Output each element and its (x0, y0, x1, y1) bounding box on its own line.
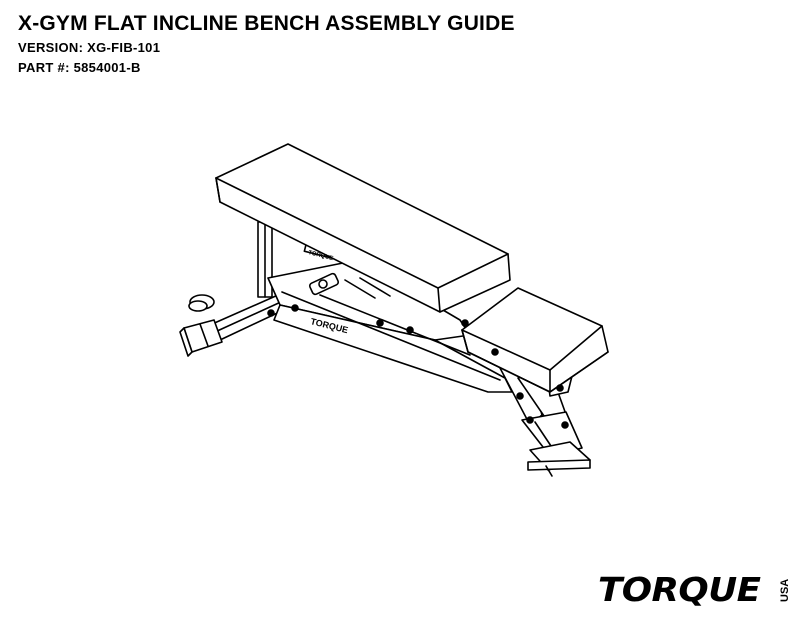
frame-bolts (267, 304, 569, 429)
bench-illustration: TORQUE TORQUE (179, 143, 609, 477)
version-label: VERSION: XG-FIB-101 (18, 40, 161, 55)
part-number-label: PART #: 5854001-B (18, 60, 141, 75)
document-title: X-GYM FLAT INCLINE BENCH ASSEMBLY GUIDE (18, 12, 515, 35)
back-pad (215, 143, 511, 313)
seat-pad (461, 287, 609, 393)
rear-stabilizer (179, 294, 289, 357)
logo-wordmark: TORQUE (598, 570, 761, 609)
torque-usa-logo: TORQUE USA (598, 572, 794, 608)
logo-usa: USA (779, 578, 791, 602)
rear-post (257, 221, 273, 298)
